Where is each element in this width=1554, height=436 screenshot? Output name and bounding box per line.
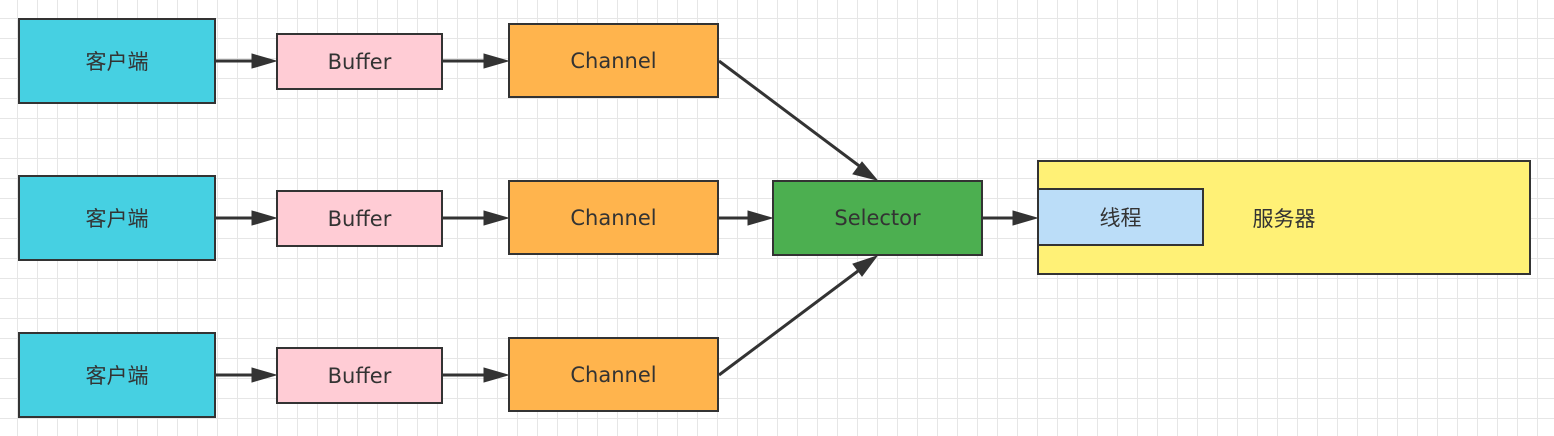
arrow-head-client2-buffer2 [251,210,278,226]
edge-channel1-selector [718,59,863,170]
channel-label-1: Channel [570,48,657,73]
buffer-label-3: Buffer [327,363,392,388]
arrow-head-channel3-selector [852,255,879,277]
client-node-3: 客户端 [18,332,216,418]
arrow-head-buffer1-channel1 [483,53,510,69]
buffer-label-1: Buffer [327,49,392,74]
selector-label: Selector [834,206,921,230]
arrow-head-channel2-selector [747,210,774,226]
channel-label-3: Channel [570,362,657,387]
arrow-head-buffer3-channel3 [483,367,510,383]
client-node-1: 客户端 [18,18,216,104]
edge-channel3-selector [718,266,863,377]
arrow-head-buffer2-channel2 [483,210,510,226]
client-label-1: 客户端 [85,50,149,74]
channel-node-2: Channel [508,180,719,255]
channel-label-2: Channel [570,205,657,230]
thread-node: 线程 [1037,188,1204,246]
selector-node: Selector [772,180,983,256]
arrow-head-channel1-selector [852,161,879,181]
buffer-node-3: Buffer [276,347,443,404]
buffer-node-1: Buffer [276,33,443,90]
client-label-2: 客户端 [85,207,149,231]
channel-node-3: Channel [508,337,719,412]
buffer-label-2: Buffer [327,206,392,231]
server-label: 服务器 [1252,206,1316,231]
channel-node-1: Channel [508,23,719,98]
client-node-2: 客户端 [18,175,216,261]
thread-label: 线程 [1099,206,1142,230]
arrow-head-selector-server [1012,210,1039,226]
client-label-3: 客户端 [85,364,149,388]
buffer-node-2: Buffer [276,190,443,247]
arrow-head-client3-buffer3 [251,367,278,383]
arrow-head-client1-buffer1 [251,53,278,69]
